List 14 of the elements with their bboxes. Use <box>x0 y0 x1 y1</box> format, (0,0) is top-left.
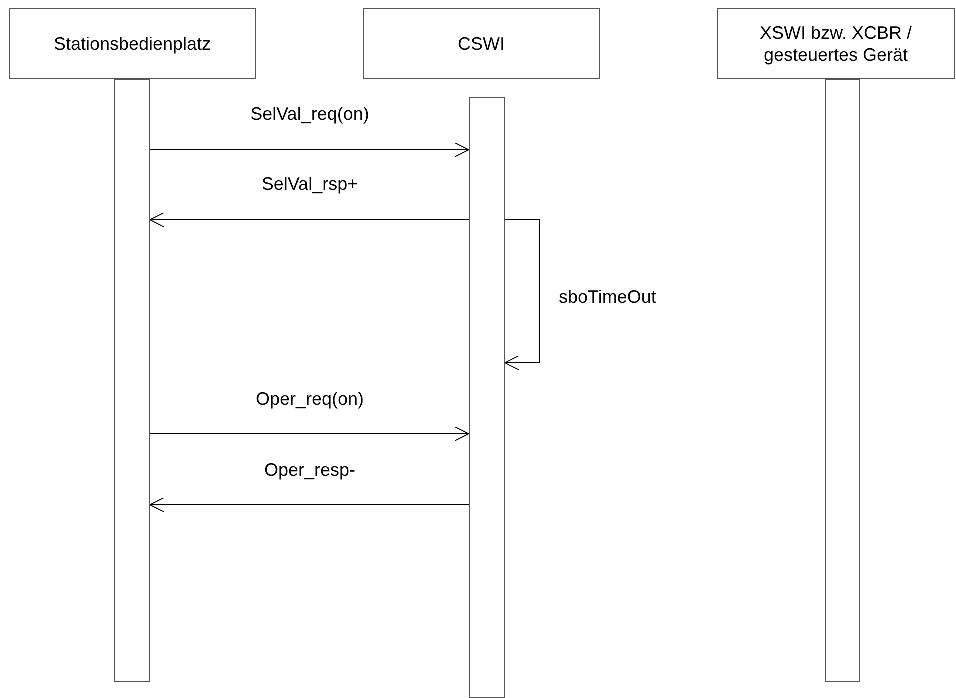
message-arrow <box>150 142 470 158</box>
participant-name: XSWI bzw. XCBR / gesteuertes Gerät <box>758 22 914 66</box>
participant-name: Stationsbedienplatz <box>54 32 212 54</box>
participant-box <box>363 8 600 79</box>
message-arrow <box>150 212 470 228</box>
participant-box <box>9 8 256 79</box>
self-message-arrow <box>504 220 540 370</box>
message-arrow <box>150 426 470 442</box>
message-arrow <box>150 498 470 512</box>
activation-bar <box>114 79 150 682</box>
participant-box <box>717 8 955 79</box>
participant-name: CSWI <box>458 32 505 54</box>
activation-bar <box>825 79 860 682</box>
activation-bar <box>469 97 505 698</box>
